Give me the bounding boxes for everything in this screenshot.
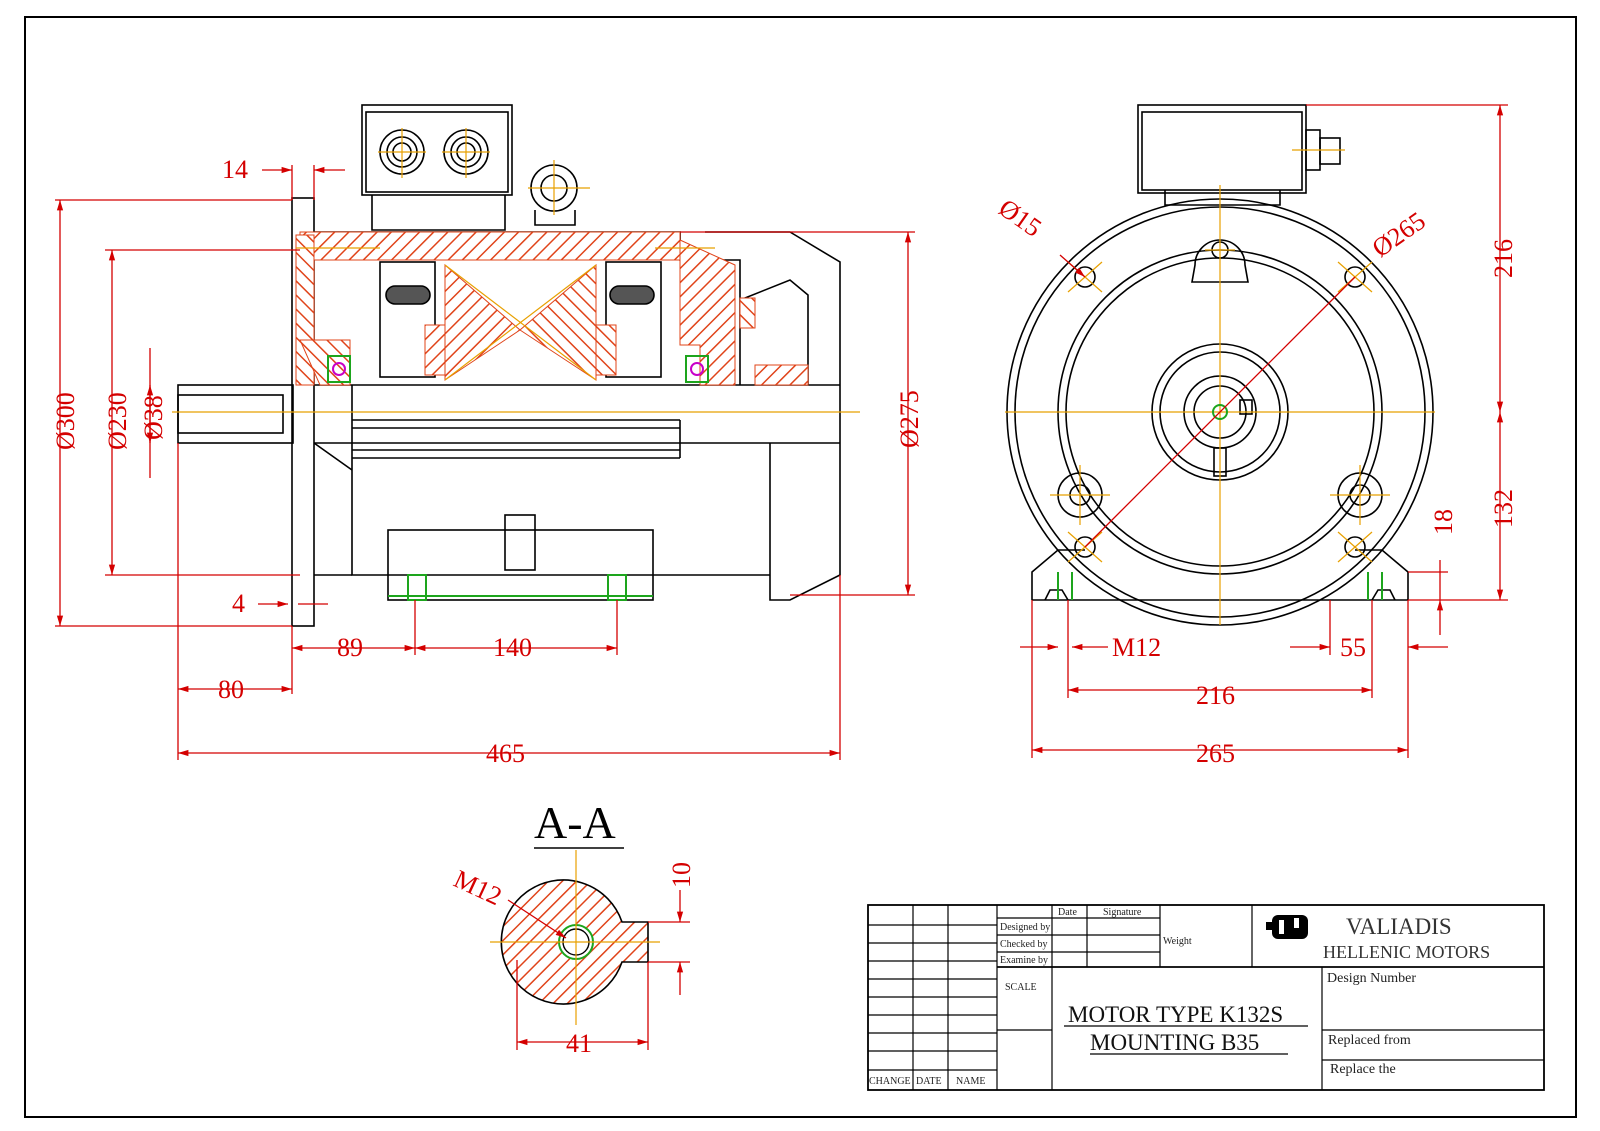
dim-frame-dia: Ø275 bbox=[895, 390, 924, 448]
dim-section-thread: M12 bbox=[449, 864, 506, 911]
brand-subtitle: HELLENIC MOTORS bbox=[1323, 942, 1490, 962]
side-view bbox=[177, 104, 841, 627]
dim-height-top: 216 bbox=[1489, 239, 1518, 278]
section-title: A-A bbox=[534, 797, 616, 848]
side-view-dimension-text: 14 Ø300 Ø230 Ø38 Ø275 4 89 140 80 465 bbox=[51, 155, 924, 768]
tb-designed-by: Designed by bbox=[1000, 922, 1050, 933]
dim-pcd-flange: Ø300 bbox=[51, 392, 80, 450]
dim-spigot-depth: 4 bbox=[232, 589, 245, 618]
dim-flange-thk: 14 bbox=[222, 155, 248, 184]
dim-foot-to-flange: 89 bbox=[337, 633, 363, 662]
tb-change: CHANGE bbox=[869, 1076, 911, 1087]
front-view-centerlines bbox=[1005, 149, 1435, 625]
drawing-title-line2: MOUNTING B35 bbox=[1090, 1030, 1259, 1055]
side-view-centerlines bbox=[172, 128, 860, 413]
side-view-dimension-lines bbox=[55, 165, 915, 760]
dim-pcd: Ø265 bbox=[1367, 206, 1431, 263]
tb-signature-header: Signature bbox=[1103, 907, 1142, 918]
tb-date: DATE bbox=[916, 1076, 942, 1087]
tb-weight: Weight bbox=[1163, 936, 1192, 947]
dim-foot-thk: 18 bbox=[1429, 509, 1458, 535]
drawing-title-line1: MOTOR TYPE K132S bbox=[1068, 1002, 1283, 1027]
tb-date-header: Date bbox=[1058, 907, 1077, 918]
side-view-bearings bbox=[327, 355, 709, 601]
dim-foot-centers: 216 bbox=[1196, 681, 1235, 710]
tb-examine-by: Examine by bbox=[1000, 955, 1048, 966]
title-block bbox=[867, 904, 1545, 1091]
dim-hole-dia: Ø15 bbox=[994, 193, 1047, 242]
dim-overall-len: 465 bbox=[486, 739, 525, 768]
section-aa: A-A M12 10 41 bbox=[449, 797, 696, 1058]
side-view-hatching bbox=[295, 231, 809, 386]
dim-foot-width: 55 bbox=[1340, 633, 1366, 662]
front-view-dimension-lines bbox=[1020, 104, 1508, 758]
dim-key-height: 10 bbox=[667, 862, 696, 888]
dim-shaft-total: 41 bbox=[566, 1029, 592, 1058]
tb-replaced-from: Replaced from bbox=[1328, 1033, 1411, 1048]
tb-name: NAME bbox=[956, 1076, 985, 1087]
title-block-text: Date Signature Designed by Checked by Ex… bbox=[869, 907, 1490, 1087]
tb-scale: SCALE bbox=[1005, 982, 1037, 993]
dim-shaft-height: 132 bbox=[1489, 489, 1518, 528]
dim-shaft-len: 80 bbox=[218, 675, 244, 704]
dim-base-width: 265 bbox=[1196, 739, 1235, 768]
dim-foot-bolt: M12 bbox=[1112, 633, 1161, 662]
front-view-green bbox=[1057, 404, 1383, 600]
dim-shaft-dia: Ø38 bbox=[139, 395, 168, 440]
tb-checked-by: Checked by bbox=[1000, 939, 1048, 950]
tb-replace-the: Replace the bbox=[1330, 1062, 1396, 1077]
brand-name: VALIADIS bbox=[1346, 914, 1452, 939]
sheet-border bbox=[24, 16, 1577, 1118]
dim-spigot: Ø230 bbox=[103, 392, 132, 450]
tb-design-number: Design Number bbox=[1327, 971, 1416, 986]
front-view-dimension-text: Ø15 Ø265 216 132 18 M12 55 216 265 bbox=[994, 193, 1518, 768]
dim-foot-spacing: 140 bbox=[493, 633, 532, 662]
title-block-logo bbox=[1266, 915, 1308, 939]
